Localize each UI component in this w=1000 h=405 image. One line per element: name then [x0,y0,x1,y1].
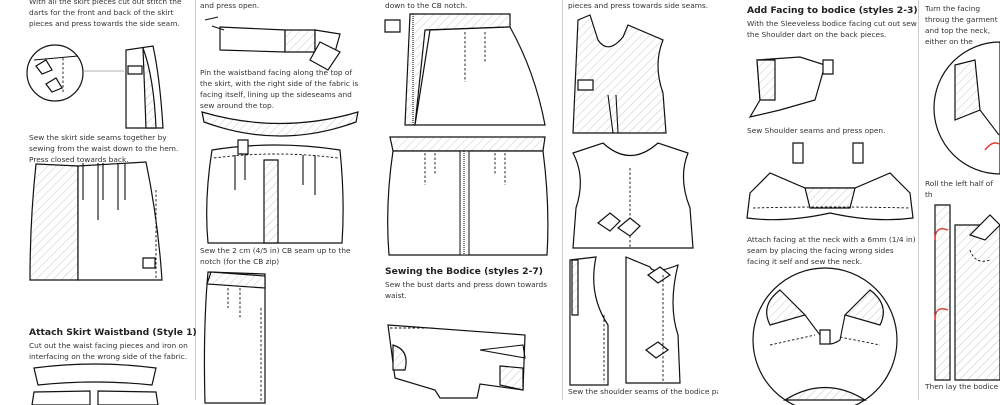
bodice-front-back-illustration [569,256,681,386]
roll-bodice-illustration [934,204,1000,381]
skirt-waistband-sewing-illustration [206,139,344,244]
waistband-press-illustration [204,16,341,71]
instruction-text: pieces and press towards side seams. [568,1,709,10]
instruction-text: With the Sleeveless bodice facing cut ou… [747,19,917,39]
instruction-text: down to the CB notch. [385,1,468,10]
section-heading: Add Facing to bodice (styles 2-3) [747,5,918,16]
instruction-text: Turn the facing throug the garment and t… [925,4,998,46]
skirt-zip-back-illustration [387,136,549,256]
instruction-text: Then lay the bodice [925,382,999,391]
turn-facing-illustration [933,41,1000,175]
section-heading: Attach Skirt Waistband (Style 1) [29,327,197,338]
instruction-text: Roll the left half of th [925,179,993,199]
waist-facing-illustration [31,363,159,405]
bust-dart-illustration [387,324,526,399]
column-divider [562,0,563,400]
instruction-text: With all the skirt pieces cut out stitch… [29,0,182,28]
bodice-back-illustration [572,142,694,249]
instruction-text: Attach facing at the neck with a 6mm (1/… [747,235,916,266]
instruction-text: Cut out the waist facing pieces and iron… [29,341,188,361]
dart-illustration [26,44,164,129]
instruction-text: Sew the skirt side seams together by sew… [29,133,179,164]
column-divider [195,0,196,400]
instruction-text: Pin the waistband facing along the top o… [200,68,359,110]
section-heading: Sewing the Bodice (styles 2-7) [385,266,543,277]
skirt-side-seam-illustration [29,161,163,281]
shoulder-dart-illustration [748,56,834,118]
instruction-text: Sew Shoulder seams and press open. [747,126,886,135]
shoulder-seam-illustration [746,142,914,221]
bodice-dart-illustration [572,14,667,134]
instruction-text: Sew the bust darts and press down toward… [385,280,548,300]
zip-illustration [384,13,546,126]
neck-facing-illustration [752,267,898,405]
column-divider [918,0,919,400]
cb-seam-illustration [203,271,266,404]
instruction-text: Sew the 2 cm (4/5 in) CB seam up to the … [200,246,351,266]
instruction-text: and press open. [200,1,260,10]
instruction-text: Sew the shoulder seams of the bodice pat… [568,387,718,396]
waistband-facing-illustration [201,111,359,137]
